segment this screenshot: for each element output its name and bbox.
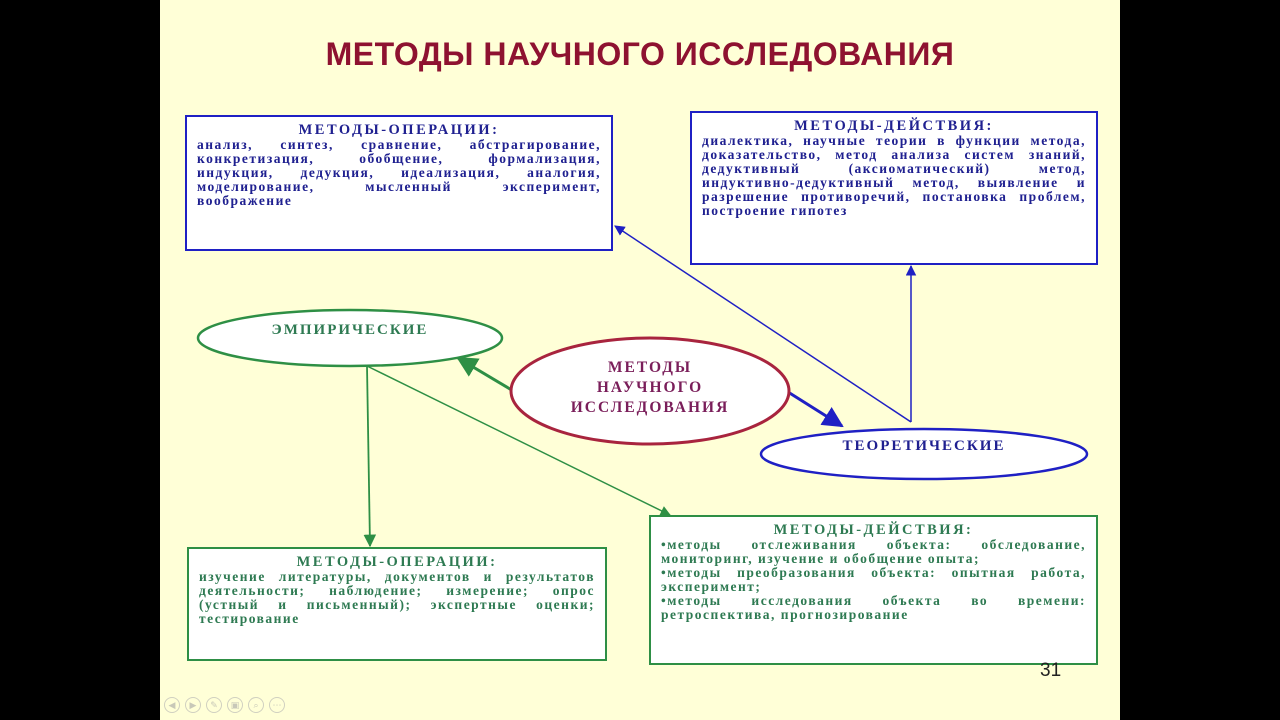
box-heading: МЕТОДЫ-ОПЕРАЦИИ: — [298, 122, 500, 138]
next-icon[interactable]: ▶ — [185, 697, 201, 713]
box-body: изучение литературы, документов и резуль… — [199, 569, 595, 626]
connector-layer — [196, 225, 1089, 548]
box-heading: МЕТОДЫ-ДЕЙСТВИЯ: — [773, 522, 974, 538]
box-heading: МЕТОДЫ-ОПЕРАЦИИ: — [296, 554, 498, 570]
theory-operations-box: МЕТОДЫ-ОПЕРАЦИИ: анализ, синтез, сравнен… — [185, 115, 613, 251]
theoretical-ellipse — [759, 427, 1089, 481]
empirical-ellipse — [196, 308, 504, 368]
prev-icon[interactable]: ◀ — [164, 697, 180, 713]
bullet-icon: • — [661, 593, 668, 608]
bullet-icon: • — [661, 565, 668, 580]
arrow-center-to-theoretical — [787, 390, 844, 428]
slide: МЕТОДЫ НАУЧНОГО ИССЛЕДОВАНИЯ ЭМПИРИЧЕСКИ… — [160, 0, 1120, 720]
empirical-label: ЭМПИРИЧЕСКИЕ — [271, 322, 429, 338]
center-line-1: МЕТОДЫ — [607, 359, 693, 376]
arrow-empirical-to-actions — [366, 365, 671, 516]
theory-actions-box: МЕТОДЫ-ДЕЙСТВИЯ: диалектика, научные тео… — [690, 111, 1098, 265]
slides-icon[interactable]: ▣ — [227, 697, 243, 713]
empirical-operations-box: МЕТОДЫ-ОПЕРАЦИИ: изучение литературы, до… — [187, 547, 607, 661]
center-ellipse — [509, 336, 791, 446]
box-body: анализ, синтез, сравнение, абстрагирован… — [197, 137, 601, 208]
more-icon[interactable]: ⋯ — [269, 697, 285, 713]
box-body: диалектика, научные теории в функции мет… — [702, 133, 1086, 218]
arrow-theoretical-to-operations — [614, 225, 912, 423]
center-label: МЕТОДЫ НАУЧНОГО ИССЛЕДОВАНИЯ — [530, 358, 770, 418]
center-line-2: НАУЧНОГО — [596, 379, 704, 396]
slideshow-nav: ◀ ▶ ✎ ▣ ⌕ ⋯ — [164, 697, 285, 713]
bullet-icon: • — [661, 537, 668, 552]
center-line-3: ИССЛЕДОВАНИЯ — [570, 399, 730, 416]
list-item: •методы отслеживания объекта: обследован… — [661, 537, 1086, 566]
page-number: 31 — [1040, 660, 1062, 681]
arrow-center-to-empirical — [456, 356, 516, 394]
pen-icon[interactable]: ✎ — [206, 697, 222, 713]
theoretical-label: ТЕОРЕТИЧЕСКИЕ — [842, 438, 1006, 454]
arrow-empirical-to-operations — [363, 365, 377, 548]
empirical-actions-box: МЕТОДЫ-ДЕЙСТВИЯ: •методы отслеживания об… — [649, 515, 1098, 665]
list-item: •методы преобразования объекта: опытная … — [661, 565, 1086, 594]
slide-title: МЕТОДЫ НАУЧНОГО ИССЛЕДОВАНИЯ — [325, 36, 955, 72]
box-heading: МЕТОДЫ-ДЕЙСТВИЯ: — [794, 118, 994, 134]
list-item: •методы исследования объекта во времени:… — [661, 593, 1086, 622]
zoom-icon[interactable]: ⌕ — [248, 697, 264, 713]
